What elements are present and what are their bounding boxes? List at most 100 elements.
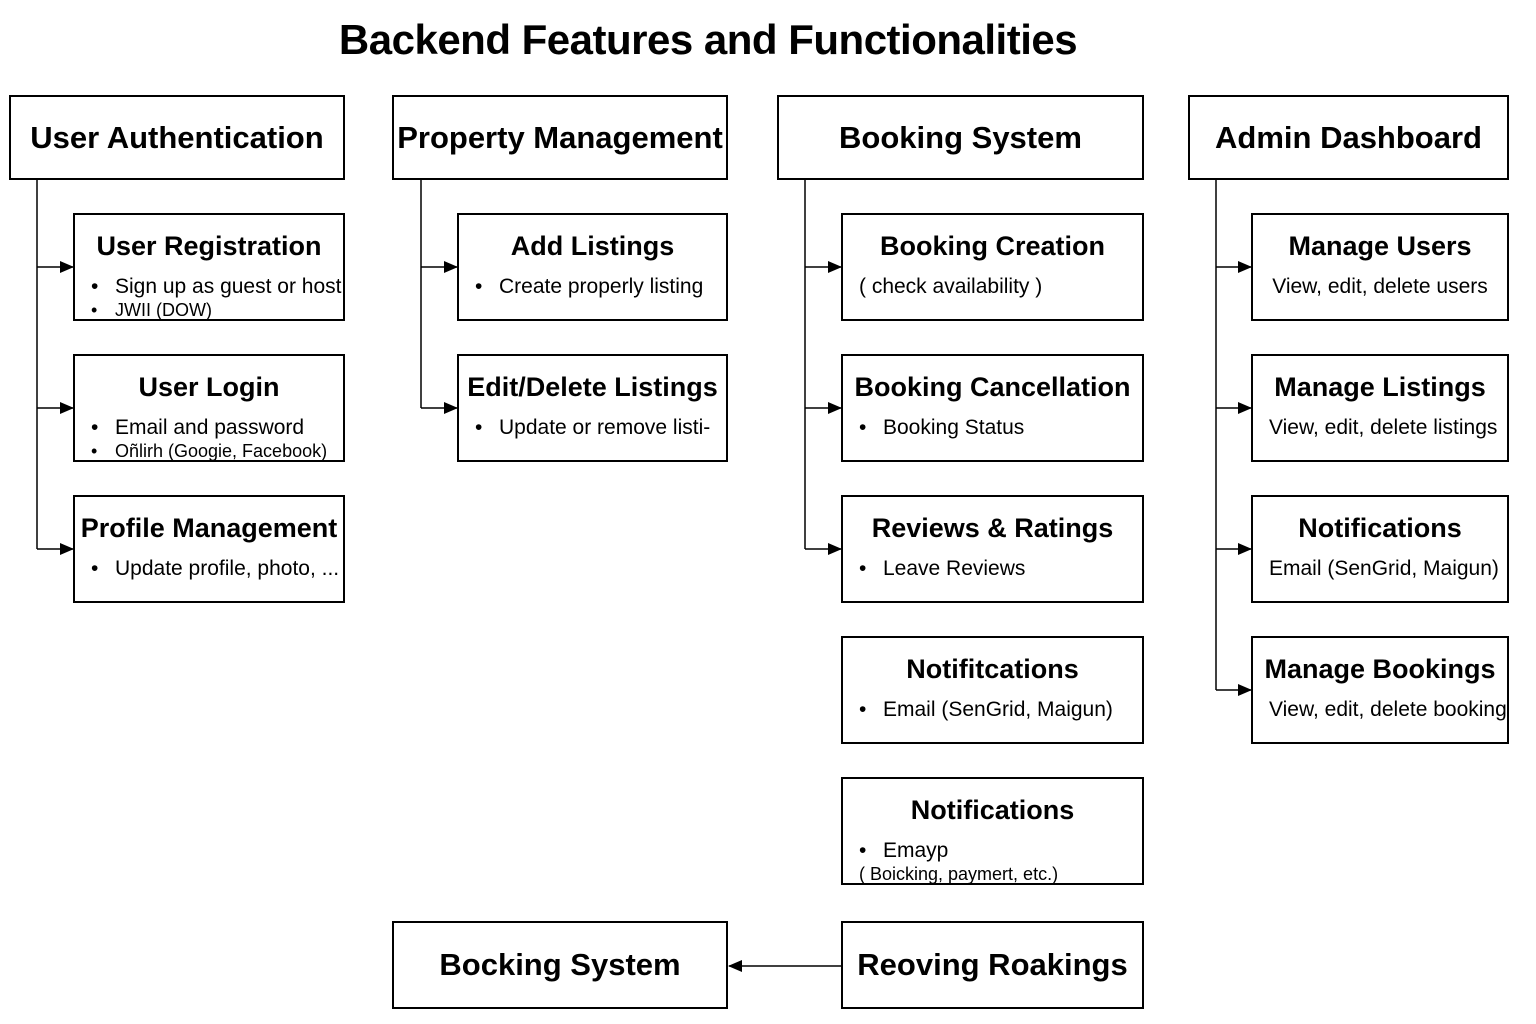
bullet-icon: • — [859, 416, 867, 439]
feature-detail-line: • Create properly listing — [475, 274, 726, 300]
feature-detail-line: View, edit, delete listings — [1269, 415, 1507, 441]
feature-detail-line: ( Boicking, paymert, etc.) — [859, 864, 1142, 884]
feature-card-title: Notifitcations — [906, 654, 1079, 684]
feature-card-user-registration: User Registration • Sign up as guest or ho… — [73, 213, 345, 321]
feature-card-details: • Update profile, photo, ... — [75, 556, 343, 582]
feature-card-details: • Update or remove listi- — [459, 415, 726, 441]
feature-detail-text: Email (SenGrid, Maigun) — [1269, 557, 1499, 580]
bullet-icon: • — [91, 275, 99, 298]
bottom-booking-system-box: Bocking System — [392, 921, 728, 1009]
feature-card-title: Manage Bookings — [1264, 654, 1496, 684]
feature-detail-line: • Update profile, photo, ... — [91, 556, 343, 582]
column-header-property-management: Property Management — [392, 95, 728, 180]
bullet-icon: • — [91, 557, 99, 580]
bullet-icon: • — [859, 698, 867, 721]
feature-card-details: • Email (SenGrid, Maigun) — [843, 697, 1142, 723]
diagram-title: Backend Features and Functionalities — [338, 16, 1078, 63]
feature-card-add-listings: Add Listings • Create properly listing — [457, 213, 728, 321]
feature-detail-text: View, edit, delete bookings — [1269, 698, 1509, 721]
bullet-icon: • — [859, 839, 867, 862]
feature-card-booking-creation: Booking Creation ( check availability ) — [841, 213, 1144, 321]
feature-card-title: Booking Cancellation — [854, 372, 1131, 402]
feature-detail-line: • Sign up as guest or host — [91, 274, 343, 300]
feature-card-title: Add Listings — [510, 231, 675, 261]
feature-card-details: View, edit, delete listings — [1253, 415, 1507, 441]
feature-detail-line: • Update or remove listi- — [475, 415, 726, 441]
feature-card-details: • Create properly listing — [459, 274, 726, 300]
feature-card-details: • Email and password • Oñlirh (Googie, Face… — [75, 415, 343, 461]
feature-card-details: • Emayp( Boicking, paymert, etc.) — [843, 838, 1142, 884]
bullet-icon: • — [859, 557, 867, 580]
feature-card-title: User Registration — [96, 231, 322, 261]
bottom-booking-system-label: Bocking System — [439, 947, 681, 982]
feature-detail-line: View, edit, delete users — [1269, 274, 1507, 300]
bullet-icon: • — [91, 416, 99, 439]
feature-detail-line: ( check availability ) — [859, 274, 1142, 300]
bullet-icon: • — [475, 416, 483, 439]
feature-card-edit-delete-listings: Edit/Delete Listings • Update or remove li… — [457, 354, 728, 462]
bullet-icon: • — [475, 275, 483, 298]
bottom-bookings-label: Reoving Roakings — [857, 947, 1128, 982]
feature-detail-line: • Oñlirh (Googie, Facebook) — [91, 441, 343, 461]
column-header-label: Property Management — [397, 119, 723, 155]
feature-card-details: ( check availability ) — [843, 274, 1142, 300]
feature-detail-text: ( check availability ) — [859, 275, 1043, 298]
feature-detail-text: ( Boicking, paymert, etc.) — [859, 864, 1059, 884]
column-header-label: Booking System — [839, 119, 1082, 155]
feature-card-details: View, edit, delete bookings — [1253, 697, 1507, 723]
feature-card-details: View, edit, delete users — [1253, 274, 1507, 300]
feature-card-reviews-ratings: Reviews & Ratings• Leave Reviews — [841, 495, 1144, 603]
feature-detail-line: • Emayp — [859, 838, 1142, 864]
feature-detail-line: • Booking Status — [859, 415, 1142, 441]
feature-detail-line: • Email (SenGrid, Maigun) — [859, 697, 1142, 723]
column-header-label: Admin Dashboard — [1215, 119, 1482, 155]
feature-detail-text: Sign up as guest or host — [115, 275, 342, 298]
bottom-bookings-box: Reoving Roakings — [841, 921, 1144, 1009]
feature-detail-text: Create properly listing — [499, 275, 704, 298]
feature-detail-line: • Leave Reviews — [859, 556, 1142, 582]
feature-card-title: Reviews & Ratings — [871, 513, 1114, 543]
feature-card-details: • Sign up as guest or host • JWII (DOW) — [75, 274, 343, 320]
feature-card-user-login: User Login • Email and password • Oñlirh (Go… — [73, 354, 345, 462]
column-header-user-authentication: User Authentication — [9, 95, 345, 180]
feature-card-details: • Booking Status — [843, 415, 1142, 441]
feature-card-title: User Login — [138, 372, 280, 402]
feature-detail-text: Email and password — [115, 416, 305, 439]
feature-card-title: Edit/Delete Listings — [467, 372, 718, 402]
feature-detail-text: Update or remove listi- — [499, 416, 711, 439]
feature-card-title: Booking Creation — [879, 231, 1105, 261]
feature-card-notifitcations: Notifitcations • Email (SenGrid, Maigun) — [841, 636, 1144, 744]
column-header-booking-system: Booking System — [777, 95, 1144, 180]
feature-detail-text: Leave Reviews — [883, 557, 1026, 580]
feature-detail-line: View, edit, delete bookings — [1269, 697, 1507, 723]
bullet-icon: • — [91, 441, 98, 461]
feature-detail-text: Update profile, photo, ... — [115, 557, 340, 580]
feature-card-title: Manage Users — [1288, 231, 1472, 261]
feature-card-details: Email (SenGrid, Maigun) — [1253, 556, 1507, 582]
feature-detail-line: Email (SenGrid, Maigun) — [1269, 556, 1507, 582]
feature-detail-text: View, edit, delete listings — [1269, 416, 1498, 439]
feature-card-booking-cancellation: Booking Cancellation • Booking Status — [841, 354, 1144, 462]
column-header-admin-dashboard: Admin Dashboard — [1188, 95, 1509, 180]
feature-detail-text: Booking Status — [883, 416, 1025, 439]
feature-detail-line: • JWII (DOW) — [91, 300, 343, 320]
bullet-icon: • — [91, 300, 98, 320]
column-header-label: User Authentication — [30, 119, 324, 155]
feature-card-profile-management: Profile Management•Update profile, photo… — [73, 495, 345, 603]
feature-card-title: Manage Listings — [1274, 372, 1486, 402]
feature-detail-line: • Email and password — [91, 415, 343, 441]
feature-card-notifications: Notifications • Emayp( Boicking, paymert, … — [841, 777, 1144, 885]
feature-card-title: Notifications — [1298, 513, 1462, 543]
feature-detail-text: Emayp — [883, 839, 949, 862]
feature-card-title: Notifications — [910, 795, 1075, 825]
feature-detail-text: View, edit, delete users — [1272, 275, 1488, 298]
feature-detail-text: Oñlirh (Googie, Facebook) — [115, 441, 328, 461]
feature-detail-text: Email (SenGrid, Maigun) — [883, 698, 1113, 721]
feature-detail-text: JWII (DOW) — [115, 300, 212, 320]
feature-card-details: • Leave Reviews — [843, 556, 1142, 582]
